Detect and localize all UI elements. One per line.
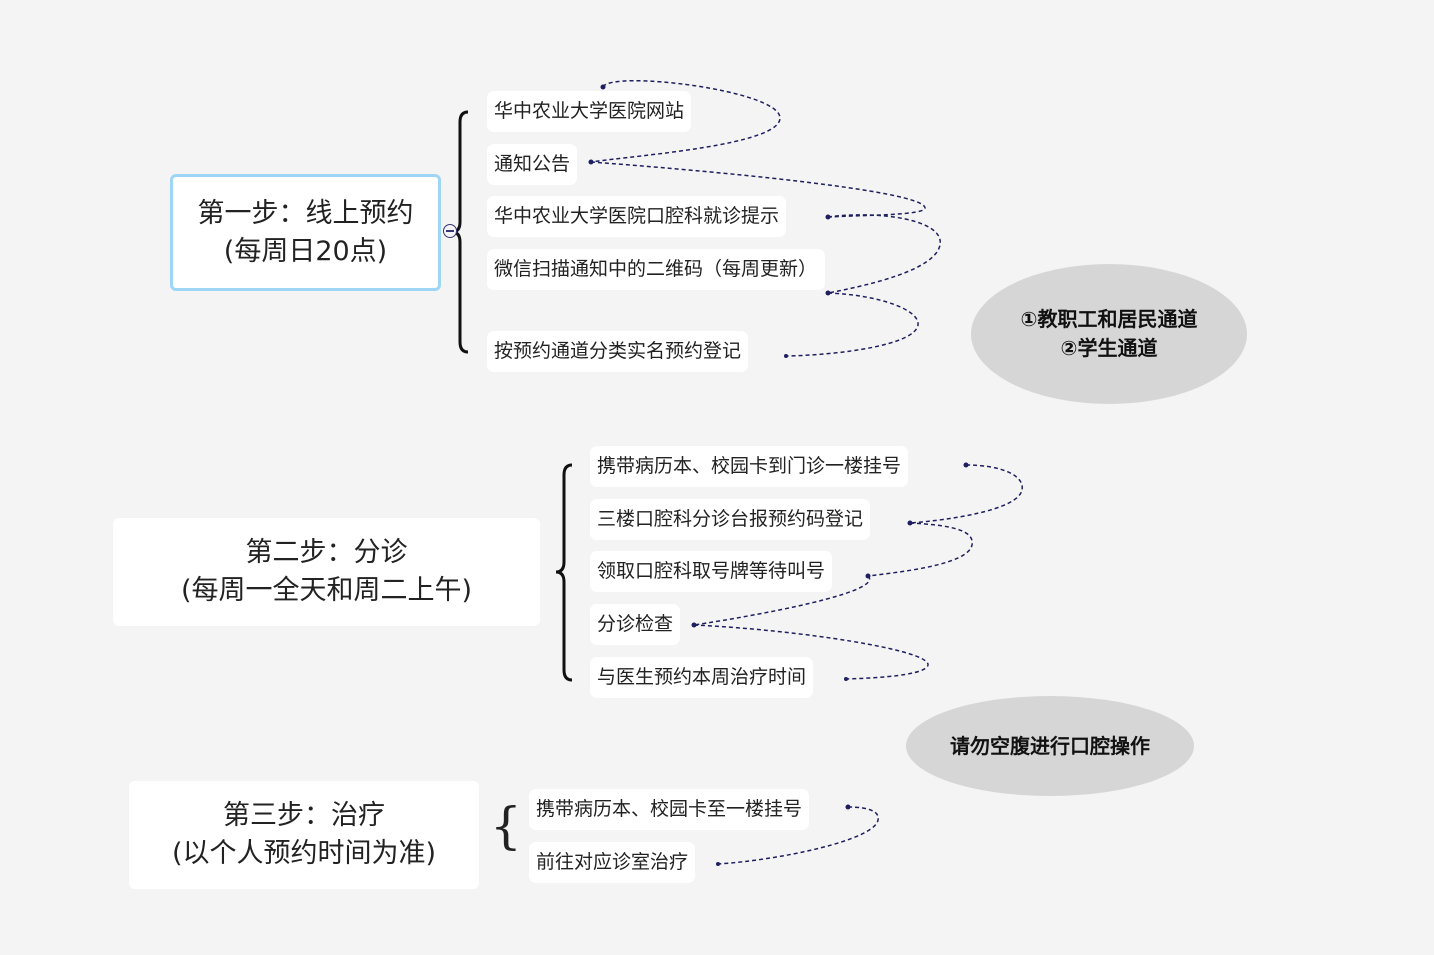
step2-child[interactable]: 三楼口腔科分诊台报预约码登记 [590, 499, 871, 540]
relation-line [827, 214, 941, 294]
step1-title: 第一步：线上预约 [197, 197, 414, 229]
relation-line [693, 624, 929, 680]
callout-line: 请勿空腹进行口腔操作 [950, 733, 1150, 758]
step2-child[interactable]: 分诊检查 [590, 604, 681, 645]
step2-subtitle: (每周一全天和周二上午) [180, 575, 473, 606]
step3-subtitle: (以个人预约时间为准) [171, 838, 437, 869]
relation-line [867, 522, 973, 577]
relation-line [717, 806, 879, 865]
relation-line [590, 79, 781, 163]
step2-child[interactable]: 领取口腔科取号牌等待叫号 [590, 551, 833, 592]
step1-child[interactable]: 微信扫描通知中的二维码（每周更新） [487, 249, 825, 290]
step1-node[interactable]: 第一步：线上预约 (每周日20点) [170, 174, 441, 291]
callout-line: ①教职工和居民通道 [1020, 307, 1198, 331]
step3-title: 第三步：治疗 [223, 800, 385, 831]
callout-warning[interactable]: 请勿空腹进行口腔操作 [906, 696, 1194, 796]
step3-node[interactable]: 第三步：治疗 (以个人预约时间为准) [129, 781, 479, 889]
step1-child[interactable]: 华中农业大学医院网站 [487, 91, 692, 132]
brace-step3: { [490, 797, 522, 855]
step3-child[interactable]: 前往对应诊室治疗 [529, 842, 696, 883]
brace-step2 [555, 463, 573, 682]
callout-channels[interactable]: ①教职工和居民通道 ②学生通道 [971, 264, 1247, 404]
relation-line [785, 292, 919, 357]
step3-child[interactable]: 携带病历本、校园卡至一楼挂号 [529, 789, 810, 830]
step1-child[interactable]: 通知公告 [487, 144, 578, 185]
step2-node[interactable]: 第二步：分诊 (每周一全天和周二上午) [113, 518, 540, 626]
callout-line: ②学生通道 [1060, 336, 1158, 360]
step1-child[interactable]: 按预约通道分类实名预约登记 [487, 331, 749, 372]
step2-child[interactable]: 与医生预约本周治疗时间 [590, 657, 814, 698]
step2-title: 第二步：分诊 [245, 537, 408, 568]
step2-child[interactable]: 携带病历本、校园卡到门诊一楼挂号 [590, 446, 909, 487]
step1-subtitle: (每周日20点) [223, 235, 388, 267]
collapse-toggle-icon[interactable] [443, 224, 457, 238]
step1-child[interactable]: 华中农业大学医院口腔科就诊提示 [487, 196, 787, 237]
relation-line [909, 464, 1023, 524]
relation-line [693, 575, 871, 626]
